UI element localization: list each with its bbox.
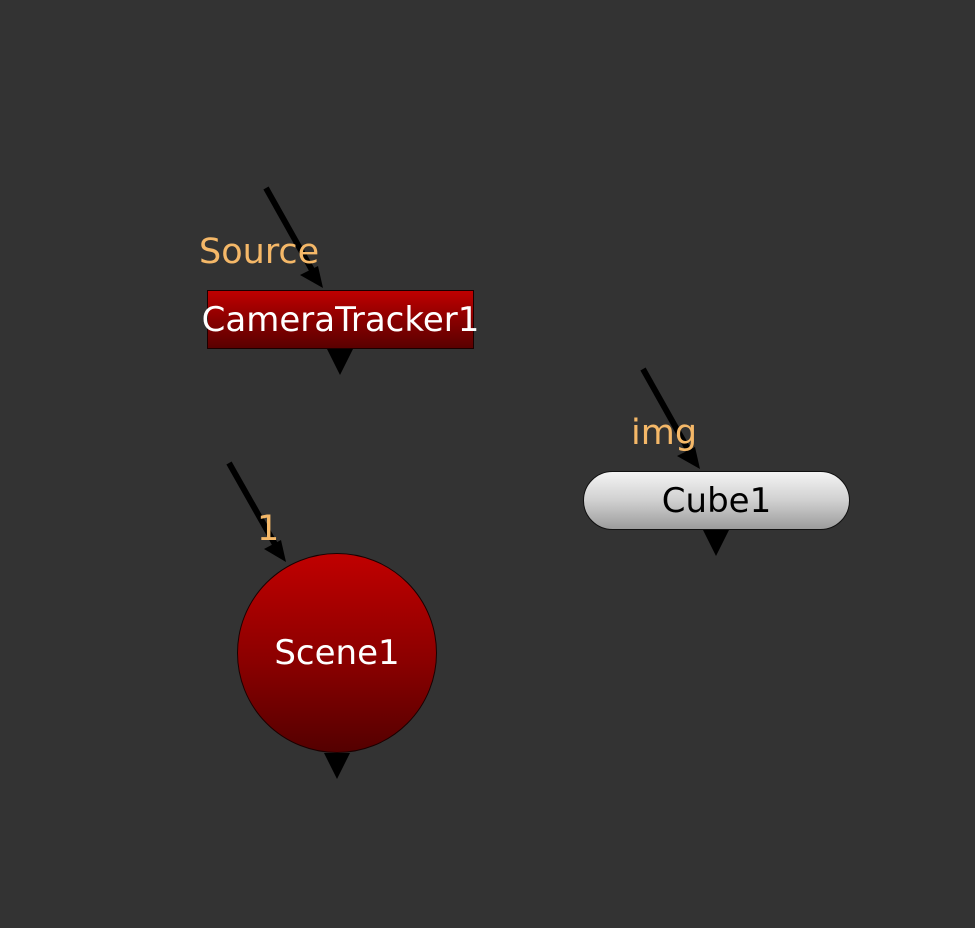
scene-node[interactable]: Scene1 — [237, 553, 437, 753]
camera-tracker-input-arrowhead — [300, 266, 323, 288]
camera-tracker-node[interactable]: CameraTracker1 — [202, 290, 479, 349]
cube-input-line[interactable] — [640, 367, 692, 453]
scene-output-arrow[interactable] — [324, 753, 350, 779]
cube-node-label: Cube1 — [661, 480, 772, 521]
camera-tracker-input-line[interactable] — [263, 186, 315, 272]
cube-input-label: img — [631, 413, 698, 453]
scene-input-line[interactable] — [226, 461, 279, 548]
camera-tracker-input-label: Source — [199, 232, 320, 272]
scene-input-label: 1 — [257, 509, 280, 549]
cube-node[interactable]: Cube1 — [583, 471, 850, 530]
camera-tracker-node-label: CameraTracker1 — [201, 299, 480, 340]
cube-output-arrow[interactable] — [703, 530, 729, 556]
cube-input-arrowhead — [677, 447, 700, 469]
scene-input-arrowhead — [264, 540, 286, 562]
camera-tracker-output-arrow[interactable] — [327, 349, 353, 375]
scene-node-label: Scene1 — [274, 633, 400, 673]
